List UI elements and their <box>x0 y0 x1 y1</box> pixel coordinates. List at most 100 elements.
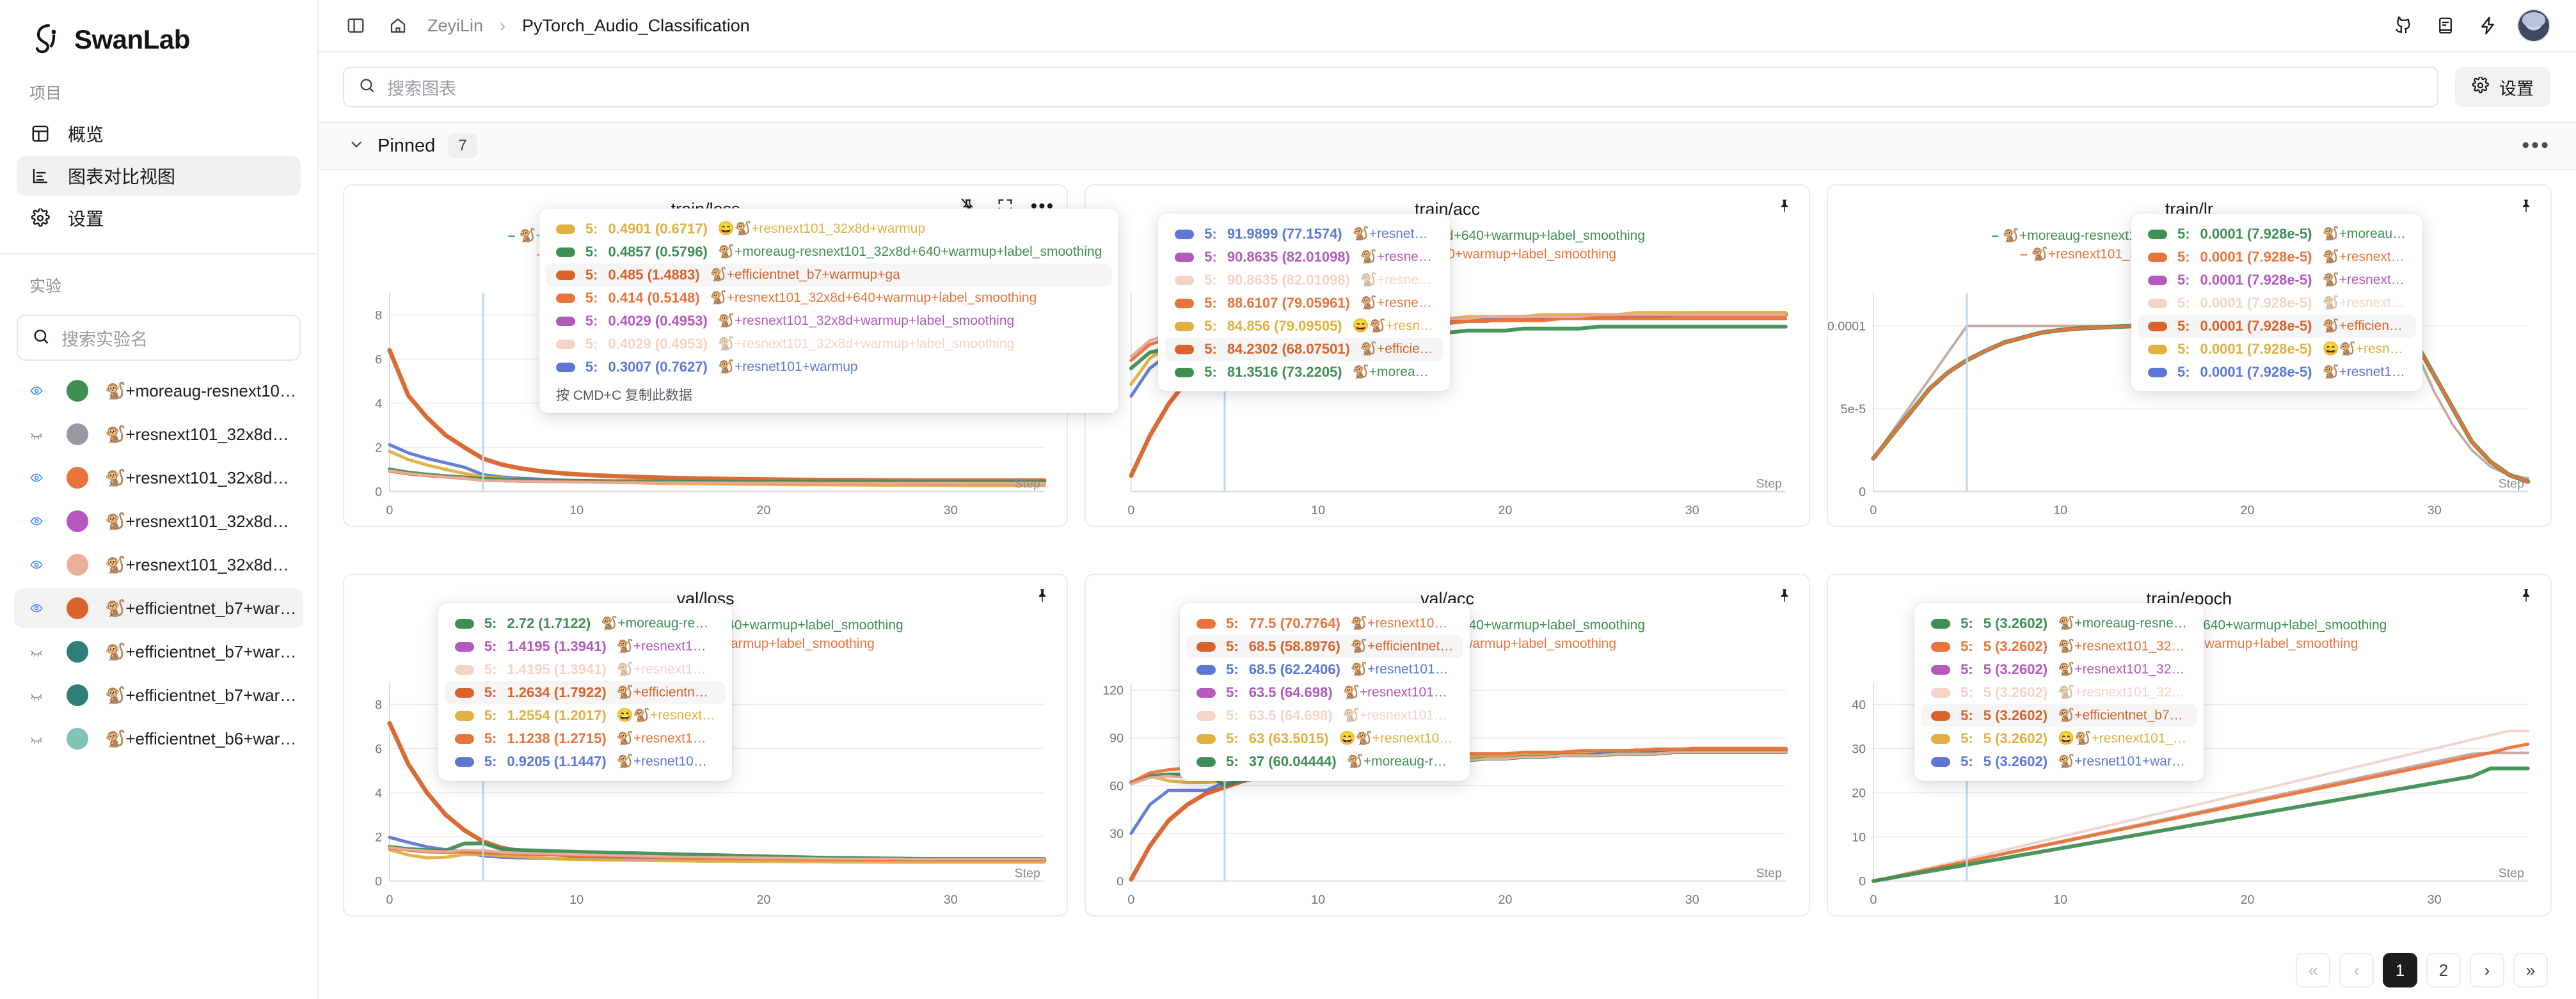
svg-text:0: 0 <box>375 485 382 499</box>
svg-text:Step: Step <box>1756 867 1782 881</box>
pagination-page-1[interactable]: 1 <box>2383 953 2417 987</box>
pagination-next-button[interactable]: › <box>2470 953 2504 987</box>
more-dots-icon[interactable]: ••• <box>2522 133 2550 158</box>
settings-button[interactable]: 设置 <box>2455 67 2550 107</box>
experiment-list-item[interactable]: 🐒+moreaug-resnext101_… <box>14 371 303 411</box>
eye-visible-icon[interactable] <box>23 599 50 618</box>
panel-toggle-icon[interactable] <box>343 13 369 38</box>
swan-logo-icon <box>29 23 61 56</box>
docs-book-icon[interactable] <box>2433 13 2458 38</box>
eye-hidden-icon[interactable] <box>23 642 50 661</box>
tooltip-series-name: 🐒+resnext… <box>2322 272 2405 287</box>
pin-icon[interactable] <box>2516 196 2536 216</box>
pin-icon[interactable] <box>1774 585 1795 606</box>
tooltip-color-swatch <box>555 316 575 326</box>
eye-visible-icon[interactable] <box>23 468 50 487</box>
tooltip-value: 5 (3.2602) <box>1983 615 2048 631</box>
svg-text:0: 0 <box>1859 874 1866 888</box>
tooltip-step: 5: <box>1226 730 1239 746</box>
experiment-search-input[interactable]: 搜索实验名 <box>17 315 301 361</box>
tooltip-value: 0.0001 (7.928e-5) <box>2200 272 2312 288</box>
tooltip-color-swatch <box>2147 275 2167 285</box>
experiment-color-dot <box>67 641 88 663</box>
legend-dash: – <box>1991 228 1999 243</box>
tooltip-color-swatch <box>1197 641 1216 652</box>
svg-text:0.0001: 0.0001 <box>1828 319 1866 333</box>
breadcrumb-user[interactable]: ZeyiLin <box>427 15 484 35</box>
svg-text:10: 10 <box>1311 893 1325 907</box>
experiment-name: 🐒+efficientnet_b7+warmup <box>105 641 297 661</box>
tooltip-row: 5:84.856 (79.09505)😄🐒+resn… <box>1165 315 1443 338</box>
experiment-list-item[interactable]: 🐒+resnext101_32x8d+w… <box>14 545 303 585</box>
pagination-prev-button[interactable]: ‹ <box>2339 953 2374 987</box>
tooltip-series-name: 🐒+resnext101_32… <box>2058 685 2185 700</box>
experiment-list-item[interactable]: 🐒+resnext101_32x8d+6… <box>14 414 303 454</box>
pinned-section-header[interactable]: Pinned 7 ••• <box>319 122 2576 170</box>
settings-button-label: 设置 <box>2499 79 2534 98</box>
pagination-page-2[interactable]: 2 <box>2426 953 2461 987</box>
chart-card: •••train/loss– 🐒+moreaug-resnext101_32x8… <box>343 184 1119 527</box>
tooltip-series-name: 😄🐒+resnext101_… <box>2058 731 2187 746</box>
tooltip-series-name: 🐒+resne… <box>1360 272 1432 287</box>
tooltip-series-name: 🐒+resnet10… <box>616 754 707 769</box>
breadcrumb-project[interactable]: PyTorch_Audio_Classification <box>522 15 750 35</box>
eye-hidden-icon[interactable] <box>23 729 50 748</box>
tooltip-step: 5: <box>2177 226 2190 242</box>
tooltip-step: 5: <box>1204 295 1217 311</box>
tooltip-step: 5: <box>1204 249 1217 265</box>
eye-hidden-icon[interactable] <box>23 425 50 444</box>
experiment-name: 🐒+moreaug-resnext101_… <box>105 381 297 400</box>
tooltip-step: 5: <box>2177 249 2190 265</box>
tooltip-step: 5: <box>585 313 598 329</box>
svg-text:20: 20 <box>757 503 771 517</box>
experiment-list-item[interactable]: 🐒+efficientnet_b7+warm… <box>14 675 303 715</box>
experiment-list-item[interactable]: 🐒+efficientnet_b6+warmup <box>14 719 303 759</box>
experiment-list-item[interactable]: 🐒+efficientnet_b7+warm… <box>14 588 303 628</box>
tooltip-step: 5: <box>1960 615 1973 631</box>
svg-text:5e-5: 5e-5 <box>1840 402 1865 416</box>
tooltip-color-swatch <box>555 247 575 257</box>
pin-icon[interactable] <box>1032 585 1053 606</box>
top-bar: ZeyiLin › PyTorch_Audio_Classification <box>319 0 2576 52</box>
eye-visible-icon[interactable] <box>23 381 50 400</box>
tooltip-step: 5: <box>1960 753 1973 769</box>
eye-visible-icon[interactable] <box>23 512 50 531</box>
tooltip-row: 5:0.0001 (7.928e-5)🐒+resnet1… <box>2138 361 2416 384</box>
brand[interactable]: SwanLab <box>0 0 317 61</box>
svg-text:Step: Step <box>1015 477 1040 491</box>
eye-hidden-icon[interactable] <box>23 686 50 705</box>
chevron-down-icon[interactable] <box>348 136 365 156</box>
home-icon[interactable] <box>385 13 411 38</box>
tooltip-value: 0.9205 (1.1447) <box>507 753 607 769</box>
fullscreen-icon[interactable] <box>995 196 1015 216</box>
pagination-last-button[interactable]: » <box>2513 953 2548 987</box>
tooltip-row: 5:68.5 (58.8976)🐒+efficientnet… <box>1186 635 1464 658</box>
experiment-list-item[interactable]: 🐒+resnext101_32x8d+w… <box>14 501 303 541</box>
eye-visible-icon[interactable] <box>23 555 50 574</box>
experiment-list-item[interactable]: 🐒+efficientnet_b7+warmup <box>14 632 303 672</box>
tooltip-row: 5:91.9899 (77.1574)🐒+resnet… <box>1165 223 1443 246</box>
github-icon[interactable] <box>2390 13 2416 38</box>
avatar[interactable] <box>2517 9 2550 42</box>
chart-hover-tooltip: 5:5 (3.2602)🐒+moreaug-resne…5:5 (3.2602)… <box>1914 603 2204 781</box>
tooltip-step: 5: <box>1204 364 1217 380</box>
experiment-color-dot <box>67 510 88 532</box>
tooltip-value: 1.2554 (1.2017) <box>507 707 607 723</box>
lightning-icon[interactable] <box>2475 13 2500 38</box>
svg-text:0: 0 <box>375 874 382 888</box>
chart-search-input[interactable]: 搜索图表 <box>343 67 2438 107</box>
tooltip-series-name: 🐒+resne… <box>1360 295 1432 310</box>
tooltip-value: 5 (3.2602) <box>1983 753 2048 769</box>
experiment-name: 🐒+resnext101_32x8d+w… <box>105 511 297 531</box>
sidebar-item-overview[interactable]: 概览 <box>17 114 301 153</box>
tooltip-color-swatch <box>555 339 575 349</box>
pin-icon[interactable] <box>2516 585 2536 606</box>
sidebar-item-chart-compare[interactable]: 图表对比视图 <box>17 156 301 196</box>
sidebar-item-settings[interactable]: 设置 <box>17 198 301 238</box>
experiment-name: 🐒+resnext101_32x8d+6… <box>105 468 297 487</box>
pin-icon[interactable] <box>1774 196 1795 216</box>
pagination-first-button[interactable]: « <box>2296 953 2330 987</box>
tooltip-step: 5: <box>484 661 497 677</box>
experiment-list-item[interactable]: 🐒+resnext101_32x8d+6… <box>14 458 303 498</box>
